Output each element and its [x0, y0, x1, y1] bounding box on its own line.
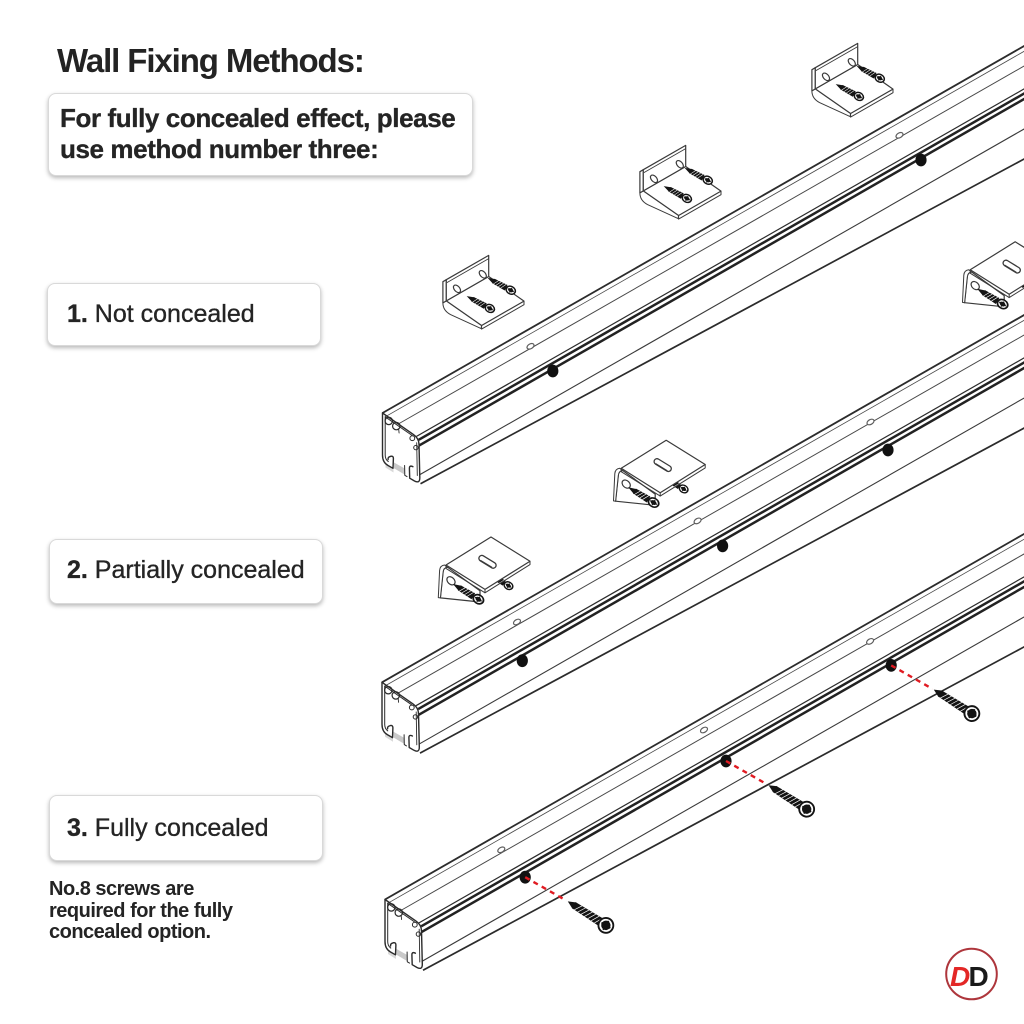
svg-text:D: D [950, 961, 970, 992]
svg-text:D: D [969, 961, 989, 992]
